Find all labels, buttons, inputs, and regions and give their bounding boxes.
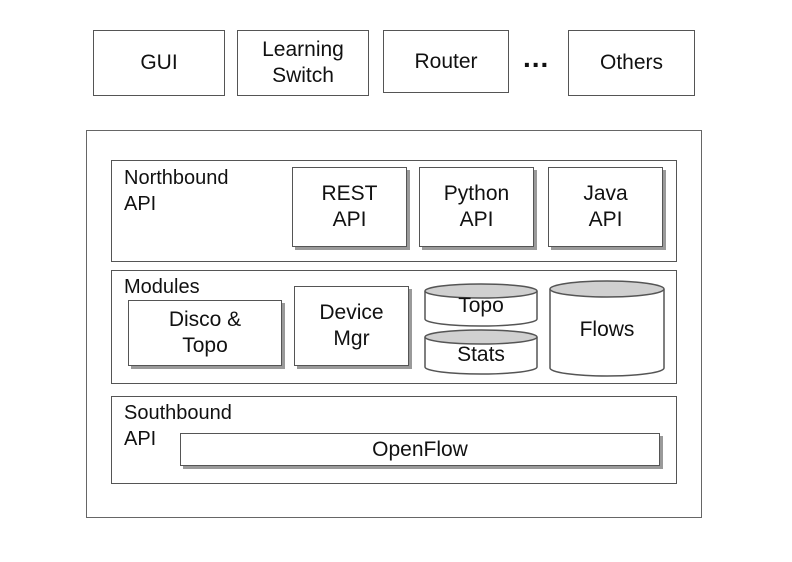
openflow-box: OpenFlow bbox=[180, 433, 660, 466]
python-api-box: Python API bbox=[419, 167, 534, 247]
flows-store-cylinder bbox=[549, 280, 665, 377]
more-apps-ellipsis: ... bbox=[523, 42, 550, 73]
learning-switch-label: Learning Switch bbox=[262, 38, 344, 87]
disco-topo-box: Disco & Topo bbox=[128, 300, 282, 366]
others-box: Others bbox=[568, 30, 695, 96]
learning-switch-box: Learning Switch bbox=[237, 30, 369, 96]
device-mgr-label: Device Mgr bbox=[319, 301, 384, 350]
topo-label: Topo bbox=[458, 294, 504, 317]
device-mgr-box: Device Mgr bbox=[294, 286, 409, 366]
router-label: Router bbox=[414, 49, 478, 73]
modules-title: Modules bbox=[124, 276, 200, 298]
topo-store-cylinder bbox=[424, 283, 538, 327]
python-api-label: Python API bbox=[443, 182, 510, 231]
flows-label: Flows bbox=[579, 318, 635, 341]
others-label: Others bbox=[599, 51, 664, 74]
stats-label: Stats bbox=[457, 343, 505, 366]
rest-api-label: REST API bbox=[321, 182, 378, 231]
router-box: Router bbox=[383, 30, 509, 93]
disco-topo-label: Disco & Topo bbox=[168, 308, 242, 357]
southbound-title: Southbound API bbox=[124, 402, 232, 450]
java-api-label: Java API bbox=[583, 182, 628, 231]
stats-store-cylinder bbox=[424, 329, 538, 375]
java-api-box: Java API bbox=[548, 167, 663, 247]
rest-api-box: REST API bbox=[292, 167, 407, 247]
gui-box: GUI bbox=[93, 30, 225, 96]
gui-label: GUI bbox=[140, 51, 178, 74]
northbound-title: Northbound API bbox=[124, 167, 229, 215]
openflow-label: OpenFlow bbox=[372, 437, 468, 461]
